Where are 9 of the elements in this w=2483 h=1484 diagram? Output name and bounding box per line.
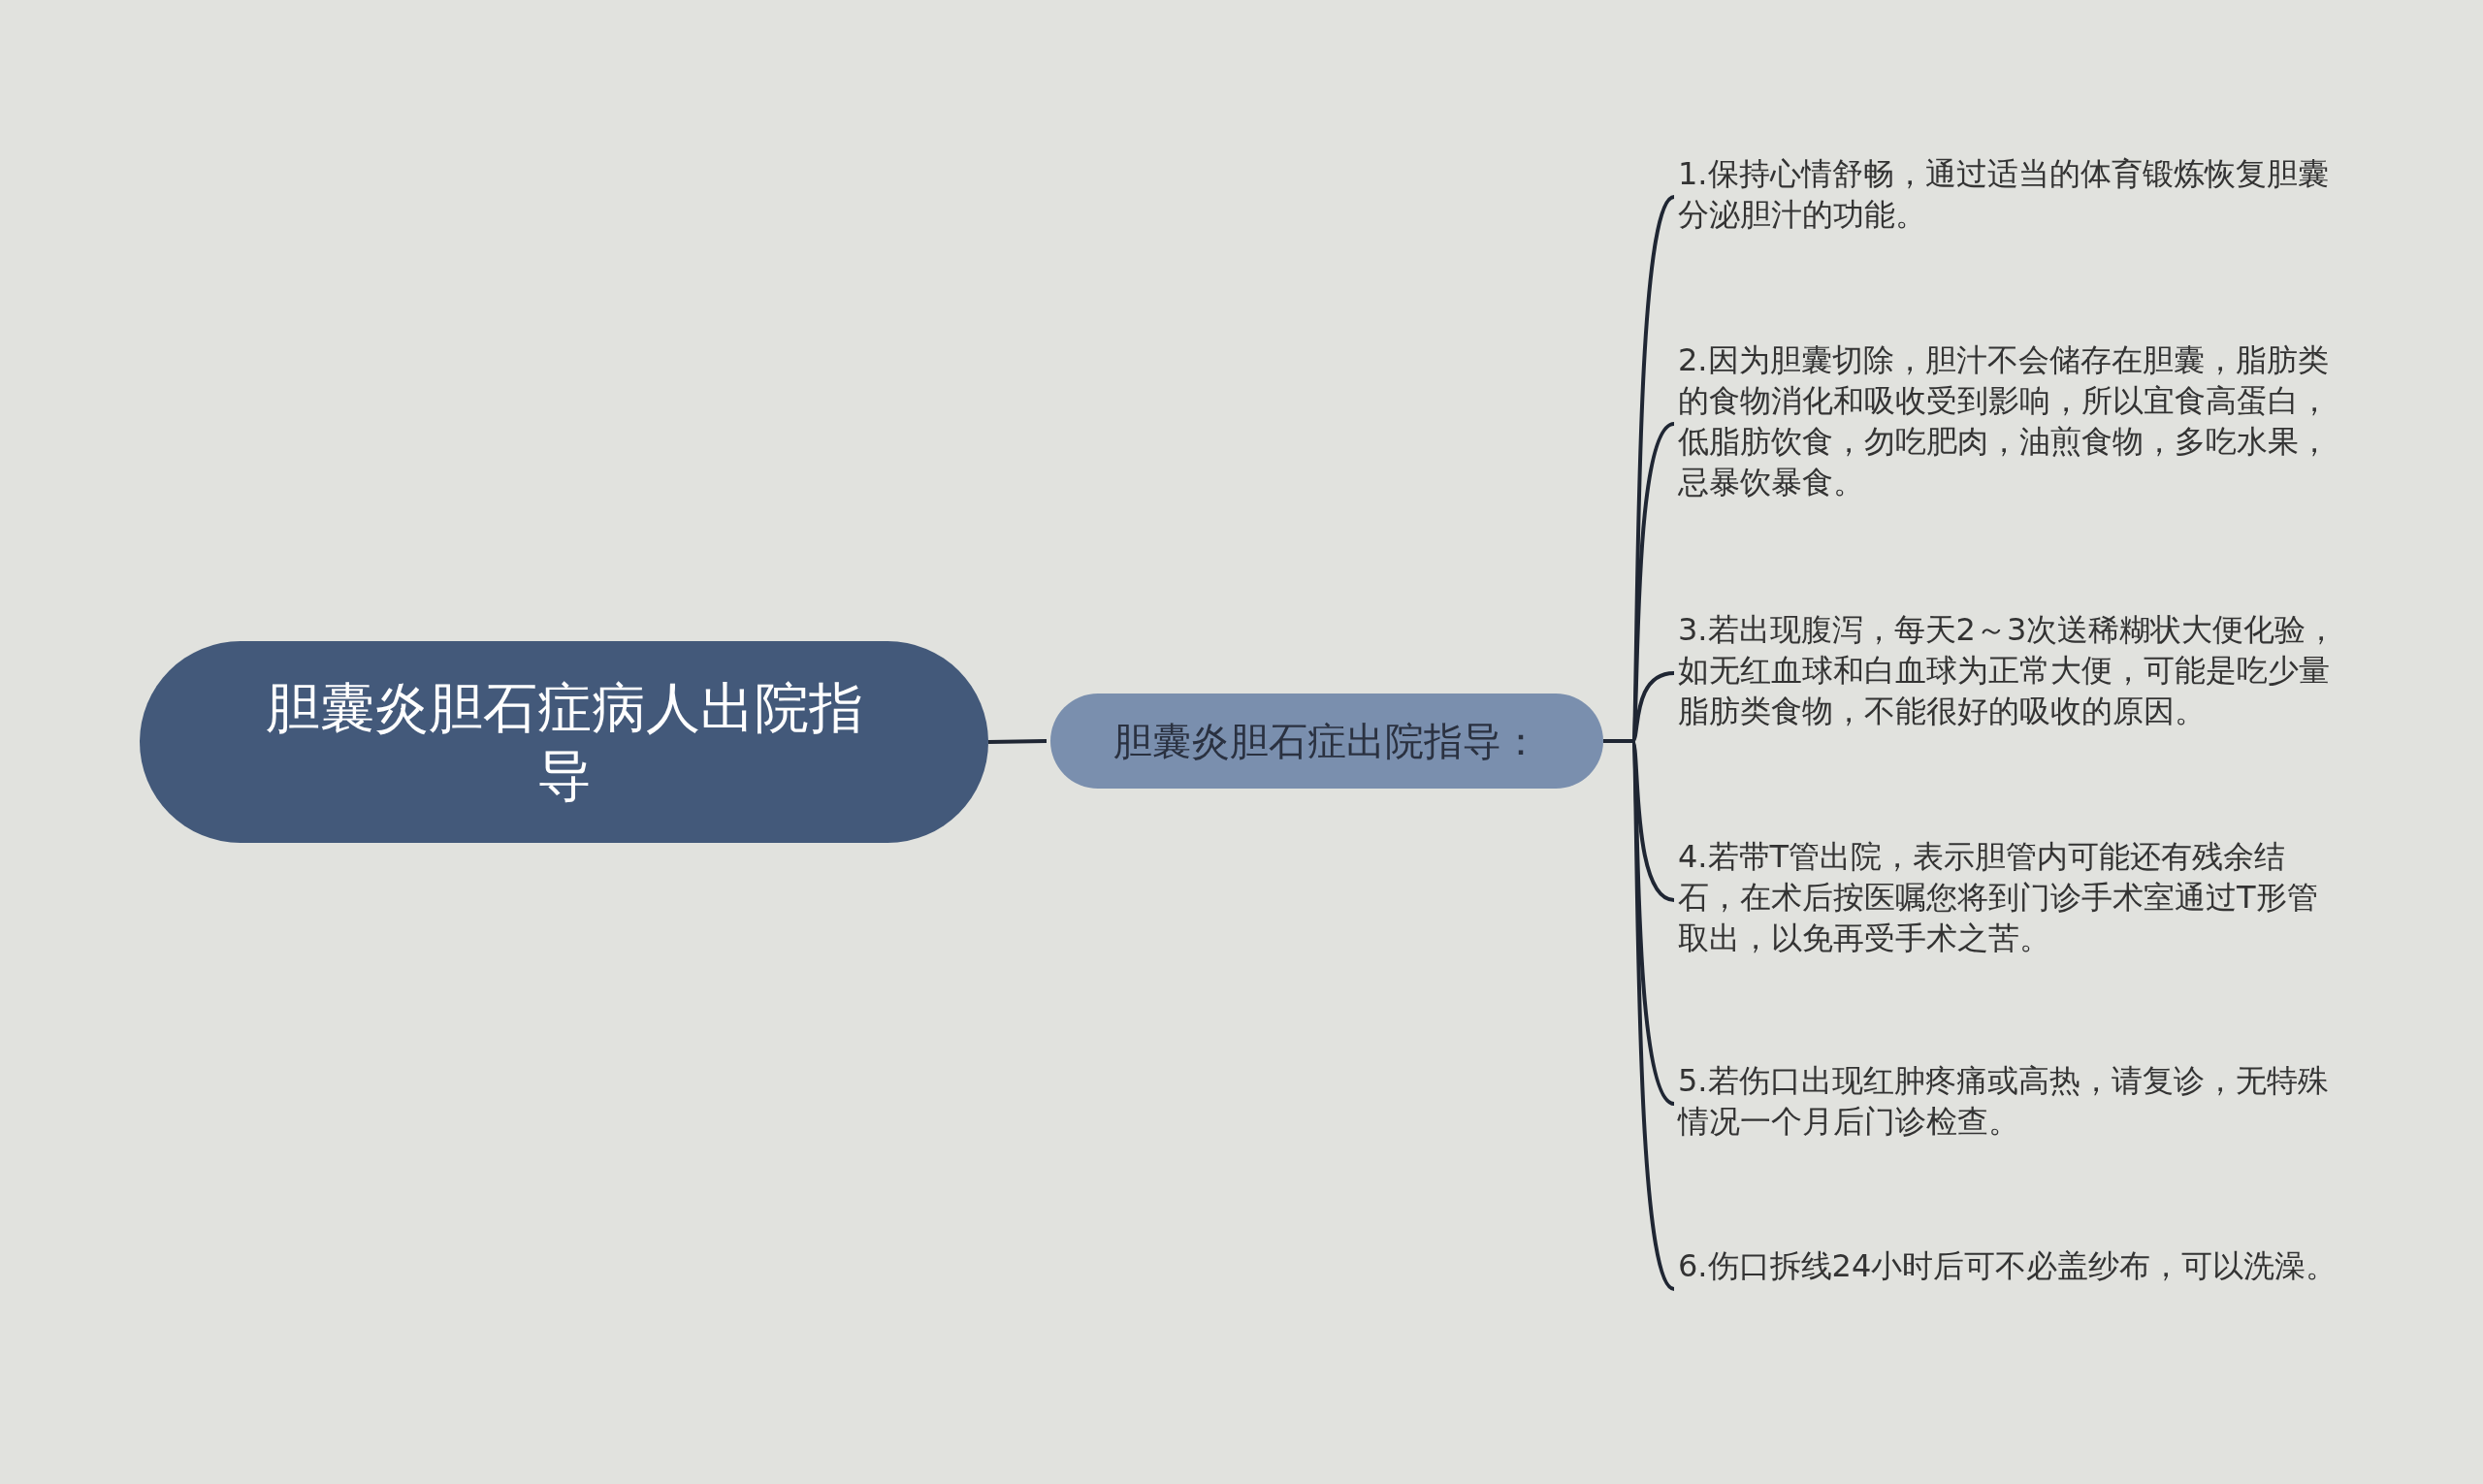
topic-text: 6.伤口拆线24小时后可不必盖纱布，可以洗澡。	[1678, 1245, 2347, 1333]
topic-text: 5.若伤口出现红肿疼痛或高热，请复诊，无特殊情况一个月后门诊检查。	[1678, 1060, 2347, 1147]
topic-text: 1.保持心情舒畅，通过适当的体育锻炼恢复胆囊分泌胆汁的功能。	[1678, 153, 2347, 241]
topic-text: 2.因为胆囊切除，胆汁不会储存在胆囊，脂肪类的食物消化和吸收受到影响，所以宜食高蛋白，低脂肪饮食，勿吃肥肉，油煎食物，多吃水果，忌暴饮暴食。	[1678, 339, 2347, 508]
connector-line	[987, 739, 1048, 744]
topic-text: 4.若带T管出院，表示胆管内可能还有残余结石，在术后按医嘱您将到门诊手术室通过T形管取出，以免再受手术之苦。	[1678, 836, 2347, 964]
root-topic-box: 胆囊炎胆石症病人出院指导	[140, 641, 988, 843]
topic-text: 3.若出现腹泻，每天2～3次送稀糊状大便化验，如无红血球和白血球为正常大便，可能是吃少量脂肪类食物，不能很好的吸收的原因。	[1678, 609, 2347, 737]
subtopic-box: 胆囊炎胆石症出院指导：	[1050, 694, 1603, 789]
